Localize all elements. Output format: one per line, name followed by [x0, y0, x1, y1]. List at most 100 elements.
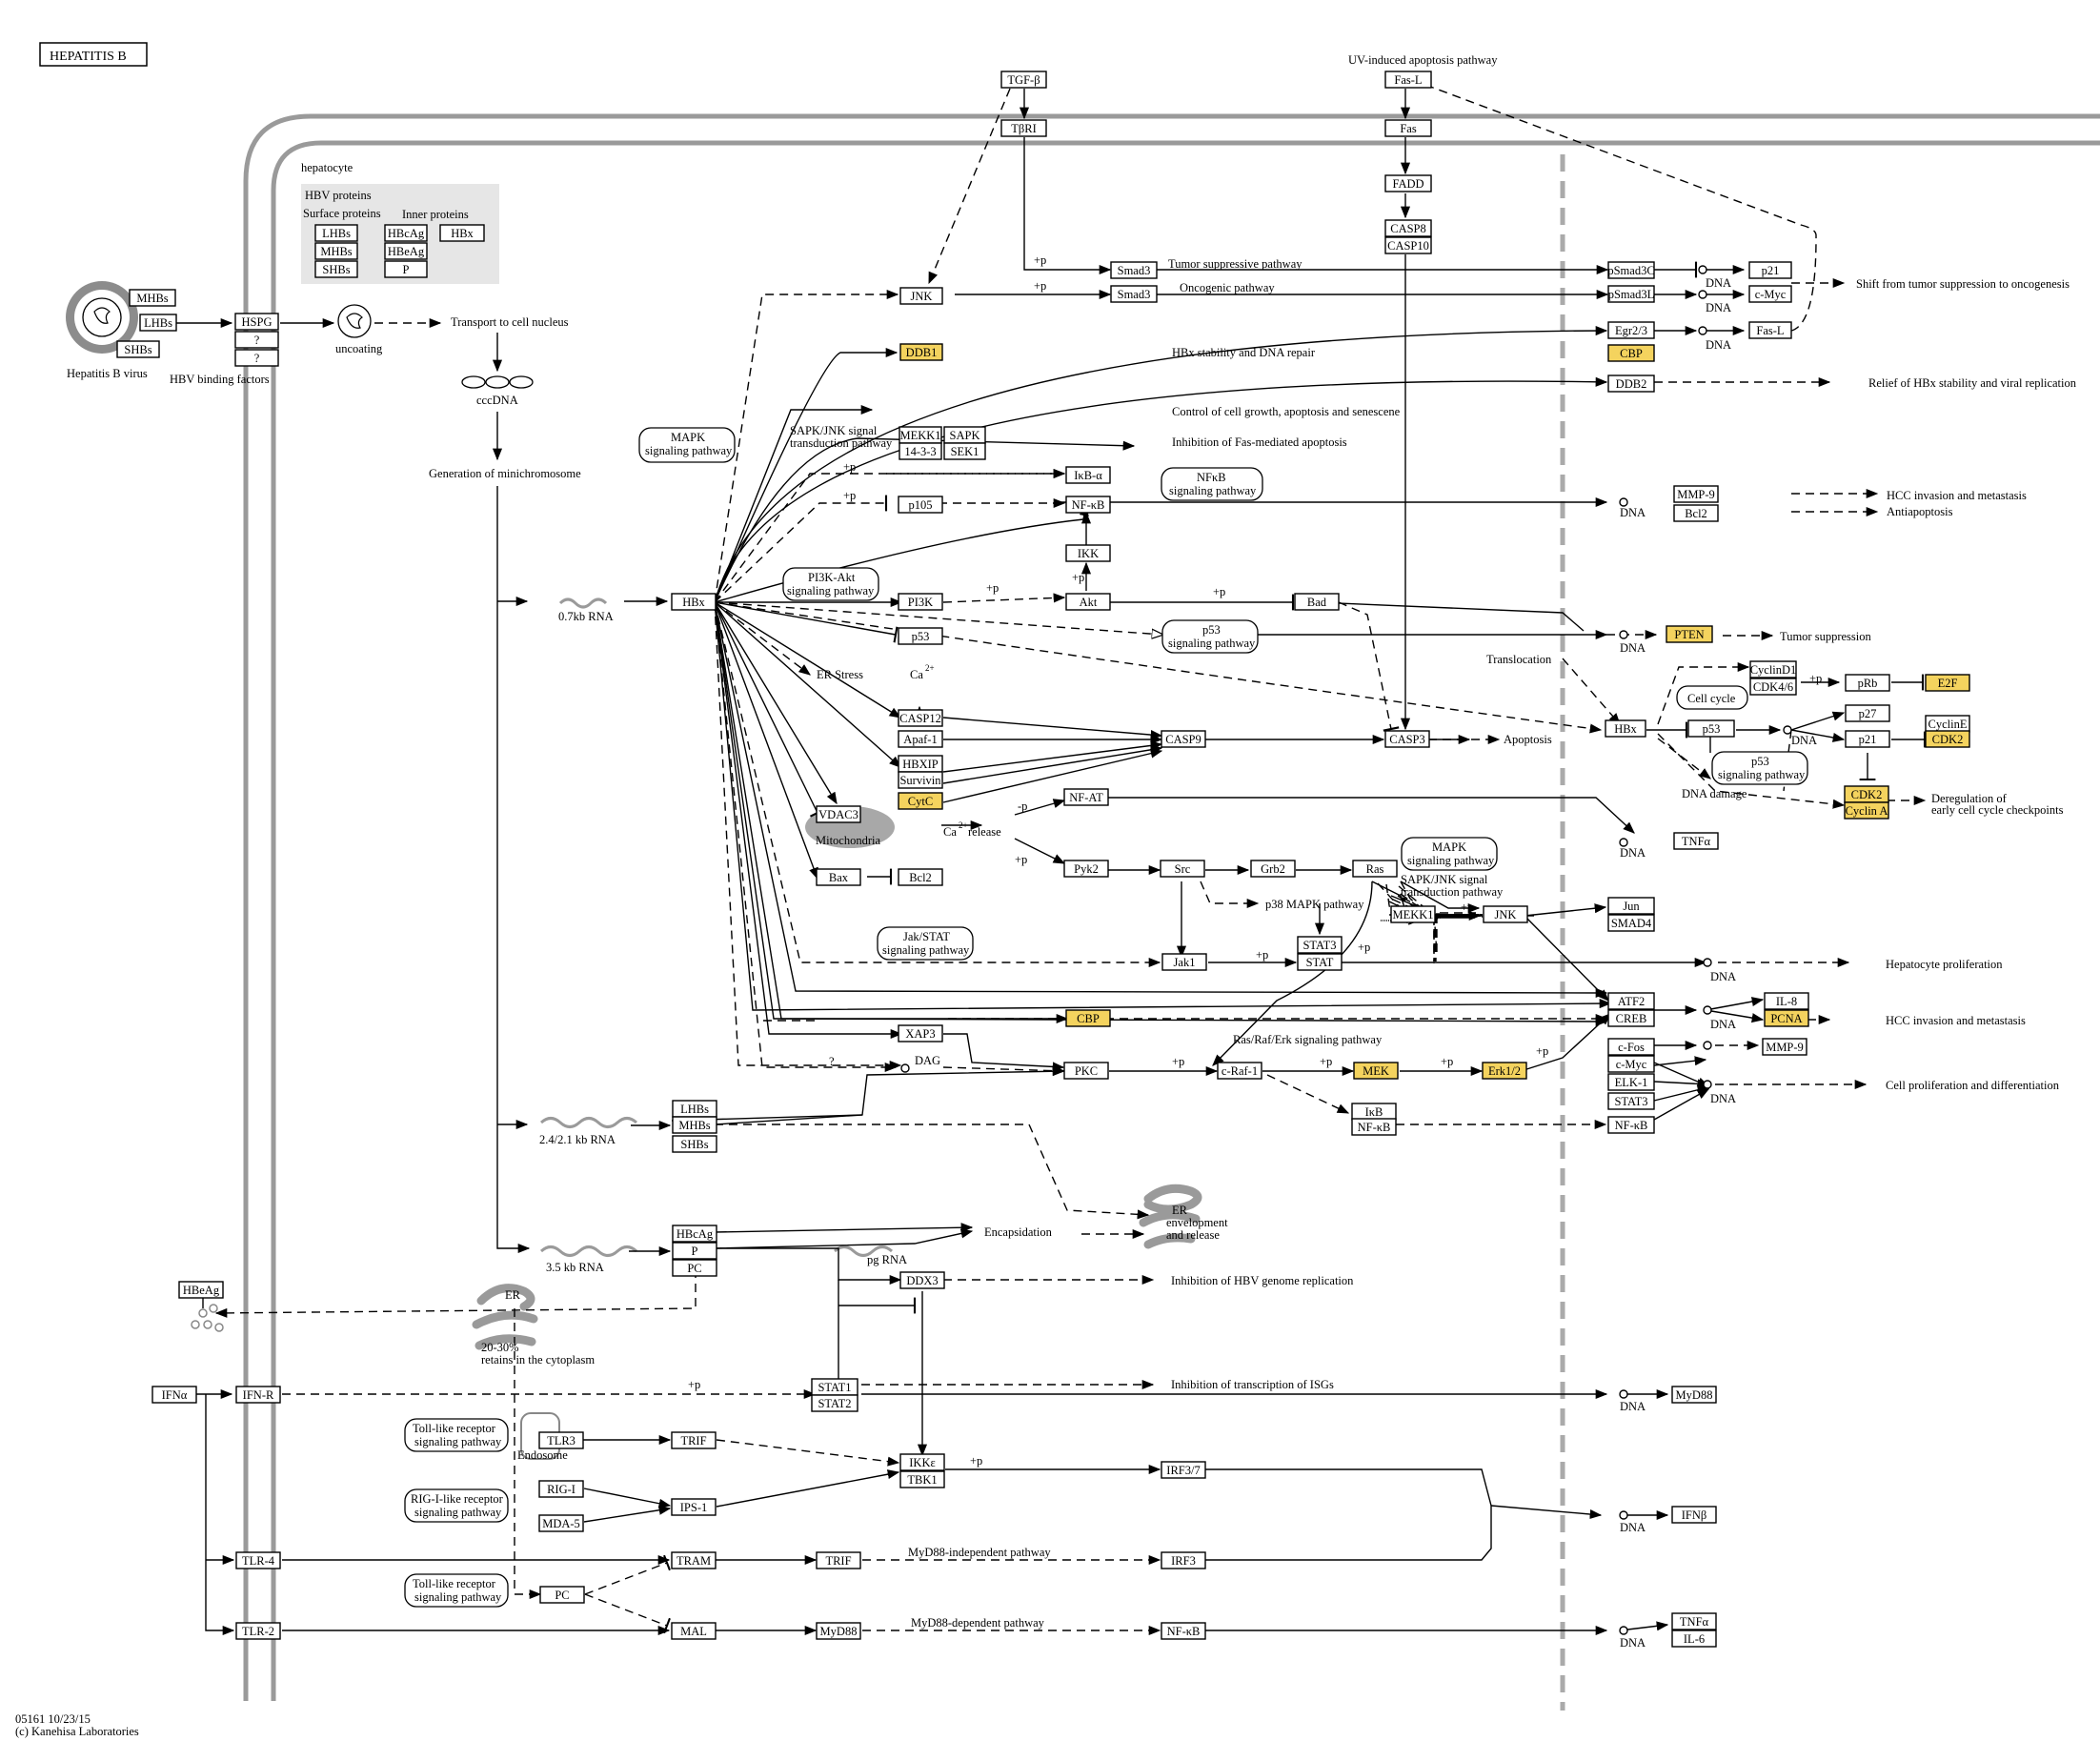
gene-node-s_pc[interactable]: PC: [672, 1259, 717, 1277]
gene-node-mal[interactable]: MAL: [671, 1622, 717, 1640]
gene-node-hbx[interactable]: HBx: [671, 593, 717, 611]
gene-node-nfat[interactable]: NF-AT: [1063, 788, 1109, 806]
gene-node-cyclind1[interactable]: CyclinD1: [1749, 660, 1797, 678]
gene-node-p_hbx[interactable]: HBx: [439, 224, 485, 242]
gene-node-src[interactable]: Src: [1160, 860, 1205, 878]
gene-node-cyclina[interactable]: Cyclin A: [1844, 801, 1889, 820]
gene-node-akt[interactable]: Akt: [1065, 593, 1111, 611]
gene-node-p21a[interactable]: p21: [1748, 261, 1792, 279]
gene-node-pyk2[interactable]: Pyk2: [1063, 860, 1109, 878]
ref-p53-2[interactable]: p53 signaling pathway: [1711, 751, 1808, 785]
gene-node-vdac3[interactable]: VDAC3: [816, 805, 861, 823]
gene-node-cbp1[interactable]: CBP: [1607, 344, 1655, 362]
gene-node-fasl2[interactable]: Fas-L: [1748, 321, 1792, 339]
gene-node-mmp9a[interactable]: MMP-9: [1673, 485, 1719, 503]
gene-node-elk1[interactable]: ELK-1: [1607, 1073, 1655, 1091]
gene-node-ikba[interactable]: IκB-α: [1065, 466, 1111, 484]
gene-node-p_shbs[interactable]: SHBs: [314, 260, 358, 278]
gene-node-egr23[interactable]: Egr2/3: [1607, 321, 1655, 339]
gene-node-il6[interactable]: IL-6: [1671, 1630, 1717, 1648]
ref-jak-stat[interactable]: Jak/STAT signaling pathway: [877, 926, 974, 961]
gene-node-ddx3[interactable]: DDX3: [899, 1271, 945, 1289]
gene-node-mek[interactable]: MEK: [1353, 1062, 1399, 1080]
gene-node-creb[interactable]: CREB: [1607, 1009, 1655, 1027]
gene-node-trif2[interactable]: TRIF: [816, 1551, 861, 1569]
gene-node-cytc[interactable]: CytC: [898, 792, 943, 810]
gene-node-irf3[interactable]: IRF3: [1161, 1551, 1206, 1569]
gene-node-tgfb[interactable]: TGF-β: [1000, 71, 1047, 89]
gene-node-erk12[interactable]: Erk1/2: [1482, 1062, 1527, 1080]
gene-node-stat2[interactable]: STAT2: [811, 1394, 858, 1412]
gene-node-q1[interactable]: ?: [234, 331, 279, 349]
gene-node-grb2[interactable]: Grb2: [1250, 860, 1296, 878]
gene-node-il8[interactable]: IL-8: [1764, 992, 1809, 1010]
gene-node-casp3[interactable]: CASP3: [1384, 730, 1430, 748]
gene-node-s_mhbs[interactable]: MHBs: [672, 1116, 717, 1134]
gene-node-trif1[interactable]: TRIF: [671, 1431, 717, 1449]
gene-node-pcna[interactable]: PCNA: [1764, 1009, 1809, 1027]
gene-node-tbk1[interactable]: TBK1: [899, 1470, 945, 1488]
ref-tlr-1[interactable]: Toll-like receptor signaling pathway: [404, 1418, 509, 1452]
gene-node-myd88a[interactable]: MyD88: [1671, 1386, 1717, 1404]
gene-node-sek1[interactable]: SEK1: [943, 442, 986, 460]
gene-node-hbxip[interactable]: HBXIP: [898, 755, 943, 773]
gene-node-ikb2[interactable]: IκB: [1351, 1103, 1397, 1121]
gene-node-bcl2b[interactable]: Bcl2: [898, 868, 943, 886]
gene-node-fadd[interactable]: FADD: [1384, 174, 1432, 192]
gene-node-pi3k[interactable]: PI3K: [898, 593, 943, 611]
gene-node-p21b[interactable]: p21: [1845, 730, 1890, 748]
gene-node-hbeag[interactable]: HBeAg: [178, 1281, 224, 1299]
gene-node-ifna[interactable]: IFNα: [151, 1386, 197, 1404]
ref-mapk-1[interactable]: MAPK signaling pathway: [638, 427, 736, 463]
gene-node-ifnb[interactable]: IFNβ: [1671, 1506, 1717, 1524]
gene-node-p_mhbs[interactable]: MHBs: [314, 242, 358, 260]
gene-node-ikke[interactable]: IKKε: [899, 1453, 945, 1471]
ref-rig[interactable]: RIG-I-like receptor signaling pathway: [404, 1488, 509, 1523]
gene-node-nfkb1[interactable]: NF-κB: [1065, 496, 1111, 514]
gene-node-q2[interactable]: ?: [234, 349, 279, 367]
ref-cell-cycle[interactable]: Cell cycle: [1676, 685, 1748, 710]
gene-node-survivin[interactable]: Survivin: [898, 771, 943, 789]
gene-node-p_p[interactable]: P: [384, 260, 428, 278]
gene-node-casp12[interactable]: CASP12: [898, 709, 943, 727]
gene-node-tlr3[interactable]: TLR3: [538, 1431, 584, 1449]
gene-node-p53a[interactable]: p53: [898, 627, 943, 645]
gene-node-bcl2a[interactable]: Bcl2: [1673, 504, 1719, 522]
gene-node-rigi[interactable]: RIG-I: [538, 1480, 584, 1498]
gene-node-p_hbcag[interactable]: HBcAg: [384, 224, 428, 242]
gene-node-smad3b[interactable]: Smad3: [1110, 285, 1158, 303]
gene-node-cdk46[interactable]: CDK4/6: [1749, 678, 1797, 696]
gene-node-p105[interactable]: p105: [898, 496, 943, 514]
gene-node-ikk[interactable]: IKK: [1065, 544, 1111, 562]
gene-node-s_lhbs[interactable]: LHBs: [672, 1100, 717, 1118]
gene-node-jnk1[interactable]: JNK: [899, 287, 943, 305]
gene-node-craf1[interactable]: c-Raf-1: [1217, 1062, 1262, 1080]
gene-node-tlr4[interactable]: TLR-4: [235, 1551, 281, 1569]
gene-node-mekk1a[interactable]: MEKK1: [899, 426, 942, 444]
gene-node-psmad3c[interactable]: pSmad3C: [1607, 261, 1655, 279]
gene-node-shbs_v[interactable]: SHBs: [116, 340, 160, 358]
gene-node-psmad3l[interactable]: pSmad3L: [1607, 285, 1655, 303]
gene-node-sapk[interactable]: SAPK: [943, 426, 986, 444]
gene-node-jun[interactable]: Jun: [1607, 897, 1655, 915]
gene-node-hspg[interactable]: HSPG: [234, 313, 279, 331]
ref-pi3k[interactable]: PI3K-Akt signaling pathway: [782, 567, 879, 601]
gene-node-pc[interactable]: PC: [539, 1586, 585, 1604]
gene-node-p_hbeag[interactable]: HBeAg: [384, 242, 428, 260]
gene-node-cfos[interactable]: c-Fos: [1607, 1038, 1655, 1056]
gene-node-bax[interactable]: Bax: [816, 868, 861, 886]
gene-node-cycline[interactable]: CyclinE: [1925, 715, 1970, 733]
gene-node-apaf1[interactable]: Apaf-1: [898, 730, 943, 748]
gene-node-mda5[interactable]: MDA-5: [538, 1514, 584, 1532]
gene-node-stat1[interactable]: STAT1: [811, 1378, 858, 1396]
ref-p53[interactable]: p53 signaling pathway: [1161, 619, 1259, 654]
gene-node-ddb2[interactable]: DDB2: [1607, 375, 1655, 393]
gene-node-cmyc1[interactable]: c-Myc: [1748, 285, 1792, 303]
ref-nfkb[interactable]: NFκB signaling pathway: [1161, 467, 1263, 501]
gene-node-casp10[interactable]: CASP10: [1384, 236, 1432, 254]
gene-node-nfkb3[interactable]: NF-κB: [1607, 1116, 1655, 1134]
gene-node-hbx2[interactable]: HBx: [1605, 719, 1646, 738]
gene-node-tlr2[interactable]: TLR-2: [235, 1622, 281, 1640]
gene-node-fasl_top[interactable]: Fas-L: [1384, 71, 1432, 89]
gene-node-jnk2[interactable]: JNK: [1483, 905, 1528, 923]
